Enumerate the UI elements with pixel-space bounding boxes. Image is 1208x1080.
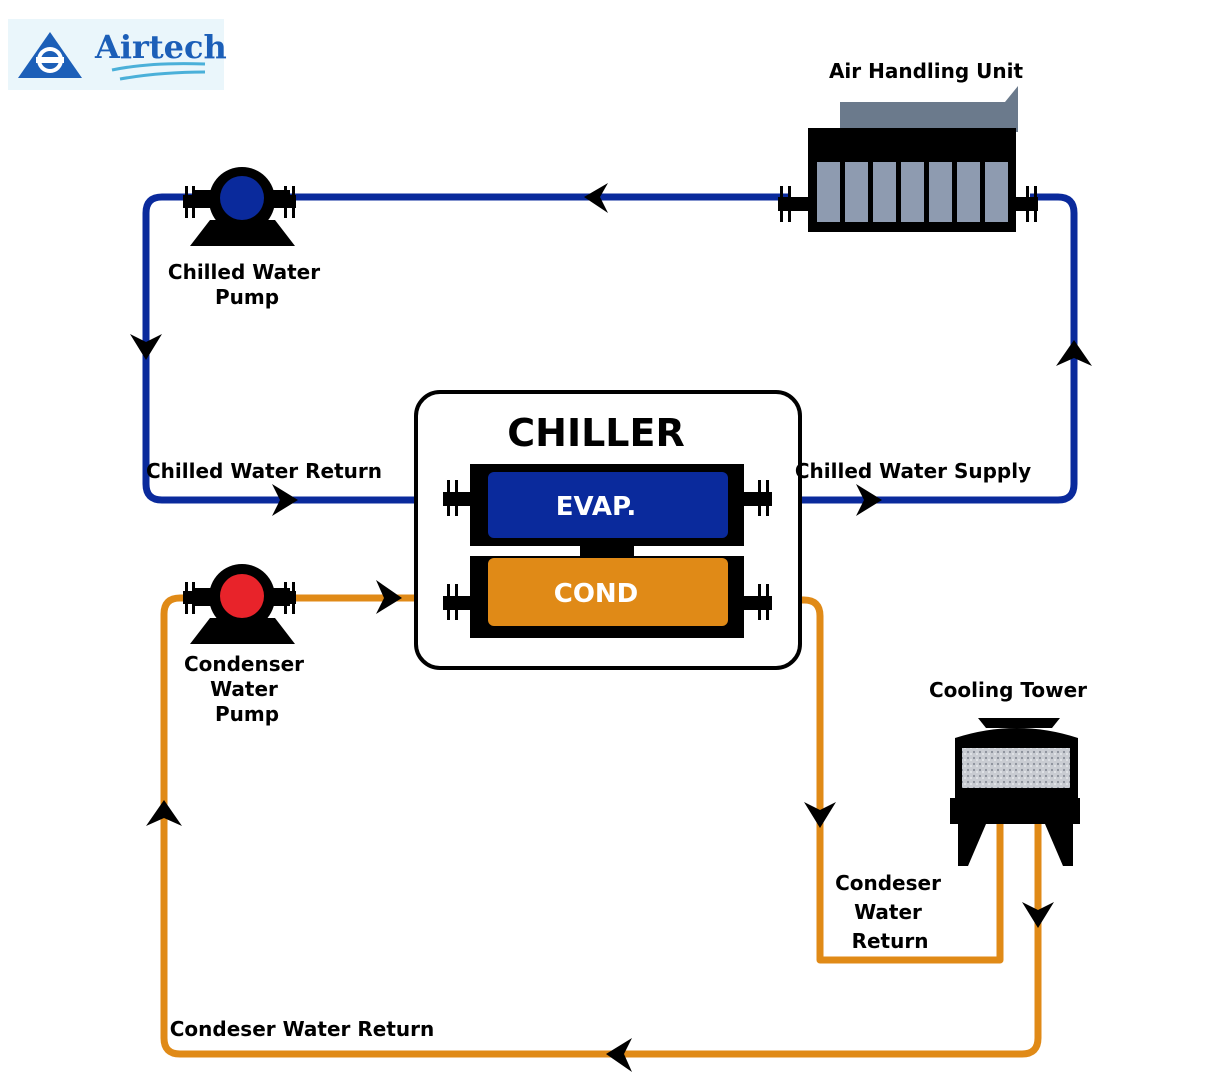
- chilled-water-pump-label-line2: Pump: [215, 285, 279, 309]
- chilled-water-pump-label-line1: Chilled Water: [168, 260, 320, 284]
- condenser-water-pump-label-line3: Pump: [215, 702, 279, 726]
- logo-mark-icon: [18, 32, 82, 78]
- airtech-logo: Airtech: [8, 19, 227, 90]
- condenser-return-pipe-right: [770, 596, 1004, 964]
- arrow-down-icon: [130, 334, 162, 360]
- chiller-title: CHILLER: [507, 411, 684, 455]
- condenser-water-return-bottom-label: Condeser Water Return: [170, 1017, 435, 1041]
- arrow-left-icon: [584, 183, 608, 213]
- arrow-up-icon: [146, 800, 182, 826]
- condenser-return-pipe-bottom: [160, 594, 1042, 1058]
- air-handling-unit-icon: [778, 86, 1038, 232]
- chiller: CHILLER EVAP. COND: [414, 390, 802, 670]
- cooling-tower-fill: [962, 748, 1070, 788]
- condenser-water-return-right-line2: Water: [854, 900, 922, 924]
- evaporator-label: EVAP.: [556, 492, 636, 522]
- chilled-water-supply-label: Chilled Water Supply: [795, 459, 1031, 483]
- chilled-return-pipe: [142, 193, 445, 504]
- condenser-water-pump-label-line2: Water: [210, 677, 278, 701]
- chilled-supply-pipe: [770, 193, 1078, 504]
- air-handling-unit-label: Air Handling Unit: [829, 59, 1024, 83]
- condenser-water-return-right-line3: Return: [852, 929, 929, 953]
- condenser-label: COND: [554, 579, 639, 609]
- cooling-tower-icon: [950, 718, 1080, 866]
- condenser-flanges: [443, 584, 772, 620]
- arrow-right-icon: [856, 484, 882, 516]
- ahu-duct: [840, 86, 1018, 132]
- brand-name: Airtech: [94, 28, 227, 66]
- condenser-water-return-right-line1: Condeser: [835, 871, 941, 895]
- cooling-tower-label: Cooling Tower: [929, 678, 1087, 702]
- arrow-up-icon: [1056, 340, 1092, 366]
- evaporator-flanges: [443, 480, 772, 516]
- flow-arrows: [130, 183, 1092, 1072]
- logo-wave-icon: [111, 62, 206, 72]
- condenser: [488, 558, 728, 626]
- arrow-left-icon: [606, 1038, 632, 1072]
- condenser-water-pump-label-line1: Condenser: [184, 652, 304, 676]
- ahu-panels: [817, 162, 1008, 222]
- arrow-right-icon: [376, 580, 402, 614]
- chilled-water-return-label: Chilled Water Return: [146, 459, 382, 483]
- arrow-down-icon: [804, 802, 836, 828]
- arrow-down-icon: [1022, 902, 1054, 928]
- chilled-water-pump-icon: [183, 167, 296, 246]
- evaporator: [488, 472, 728, 538]
- arrow-right-icon: [272, 484, 298, 516]
- condenser-water-pump-icon: [183, 564, 296, 644]
